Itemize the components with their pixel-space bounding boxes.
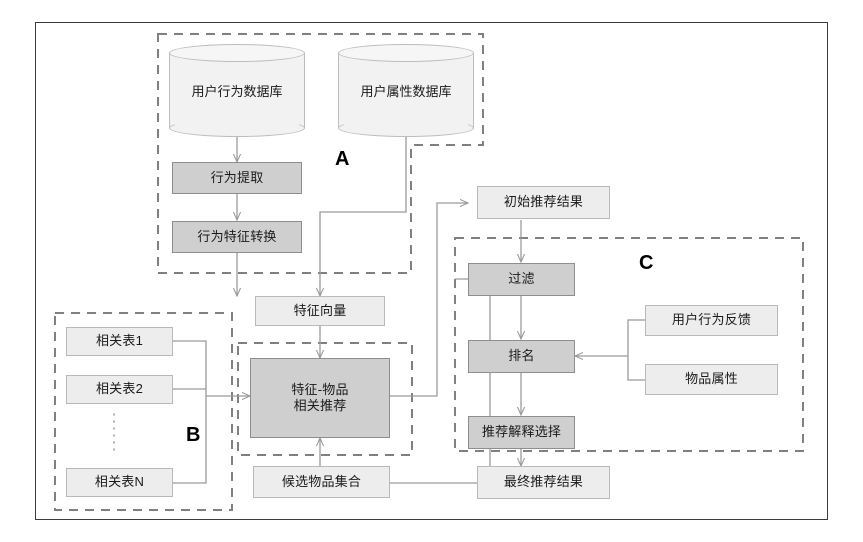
node-ranking[interactable]: 排名 bbox=[468, 340, 575, 373]
node-user-feedback[interactable]: 用户行为反馈 bbox=[645, 305, 778, 336]
db-user-behavior-label: 用户行为数据库 bbox=[191, 84, 283, 99]
node-filter[interactable]: 过滤 bbox=[468, 263, 575, 296]
node-behavior-feature-conversion[interactable]: 行为特征转换 bbox=[172, 221, 302, 253]
node-relation-table-1[interactable]: 相关表1 bbox=[66, 327, 173, 356]
group-label-a: A bbox=[335, 148, 350, 170]
group-label-c: C bbox=[639, 252, 654, 274]
node-initial-result[interactable]: 初始推荐结果 bbox=[477, 186, 610, 219]
cylinder-top bbox=[338, 44, 474, 62]
cylinder-bottom bbox=[169, 119, 305, 137]
db-user-profile-label: 用户属性数据库 bbox=[360, 84, 452, 99]
node-relation-table-2[interactable]: 相关表2 bbox=[66, 375, 173, 404]
node-item-attribute[interactable]: 物品属性 bbox=[645, 364, 778, 395]
node-final-result[interactable]: 最终推荐结果 bbox=[477, 466, 610, 499]
cylinder-bottom bbox=[338, 119, 474, 137]
db-user-behavior: 用户行为数据库 bbox=[169, 44, 305, 137]
cylinder-top bbox=[169, 44, 305, 62]
node-candidate-item-set[interactable]: 候选物品集合 bbox=[253, 466, 390, 498]
group-label-b: B bbox=[186, 424, 201, 446]
db-user-profile: 用户属性数据库 bbox=[338, 44, 474, 137]
node-feature-item-recommender[interactable]: 特征-物品 相关推荐 bbox=[250, 358, 390, 438]
cylinder-body bbox=[169, 53, 305, 128]
node-relation-table-n[interactable]: 相关表N bbox=[66, 468, 173, 497]
node-feature-vector[interactable]: 特征向量 bbox=[255, 296, 385, 326]
cylinder-body bbox=[338, 53, 474, 128]
node-explanation-selection[interactable]: 推荐解释选择 bbox=[468, 416, 575, 449]
node-behavior-extraction[interactable]: 行为提取 bbox=[172, 162, 302, 194]
